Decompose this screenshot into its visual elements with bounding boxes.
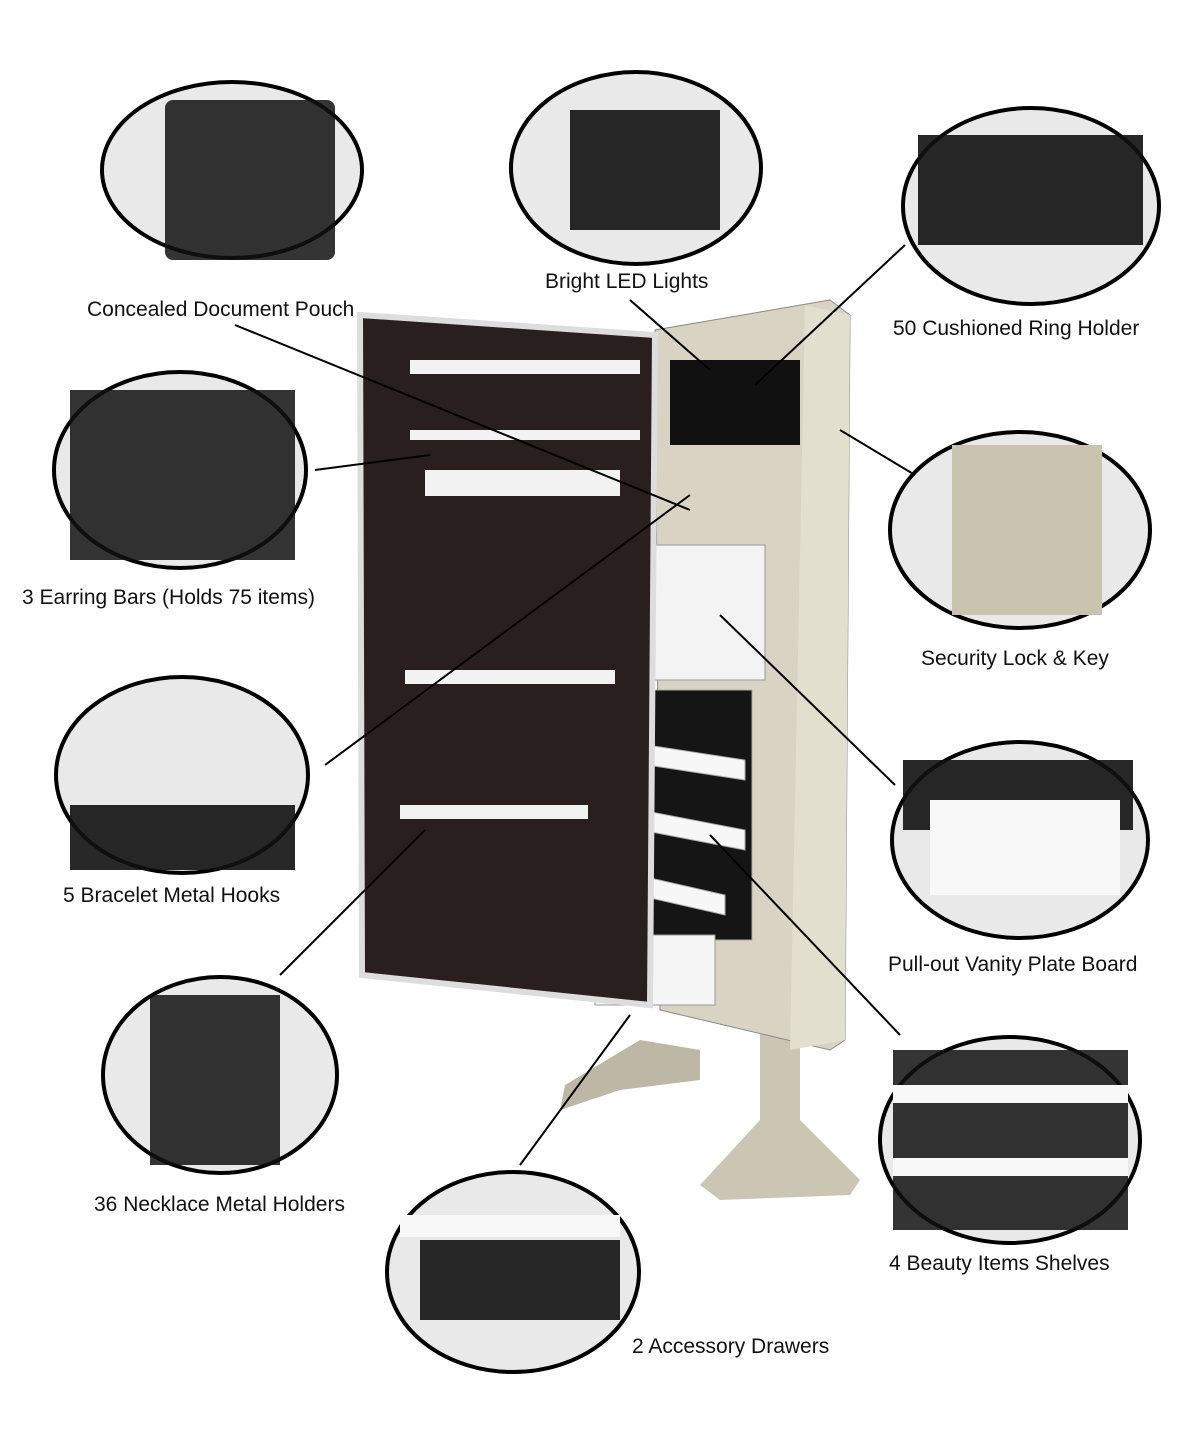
photo-light-regions (400, 445, 1128, 1237)
door-panel (356, 311, 659, 1009)
label-earring-bars: 3 Earring Bars (Holds 75 items) (22, 586, 315, 609)
label-document-pouch: Concealed Document Pouch (87, 298, 355, 321)
label-bracelet-hooks: 5 Bracelet Metal Hooks (63, 884, 281, 907)
stand (560, 1000, 860, 1200)
label-security-lock: Security Lock & Key (921, 647, 1109, 670)
label-beauty-shelves: 4 Beauty Items Shelves (889, 1252, 1110, 1275)
photo-dark-regions (70, 100, 1143, 1320)
ring-holder-panel (670, 360, 800, 445)
label-led-lights: Bright LED Lights (545, 270, 709, 293)
leader-lines (234, 244, 916, 1166)
label-necklace-holders: 36 Necklace Metal Holders (94, 1193, 345, 1216)
label-ring-holder: 50 Cushioned Ring Holder (893, 317, 1140, 340)
door-bars (400, 360, 640, 819)
vanity-plate (649, 544, 766, 681)
label-accessory-drawers: 2 Accessory Drawers (632, 1335, 830, 1358)
mosaic-side (790, 305, 850, 1050)
label-vanity-plate: Pull-out Vanity Plate Board (888, 953, 1138, 976)
